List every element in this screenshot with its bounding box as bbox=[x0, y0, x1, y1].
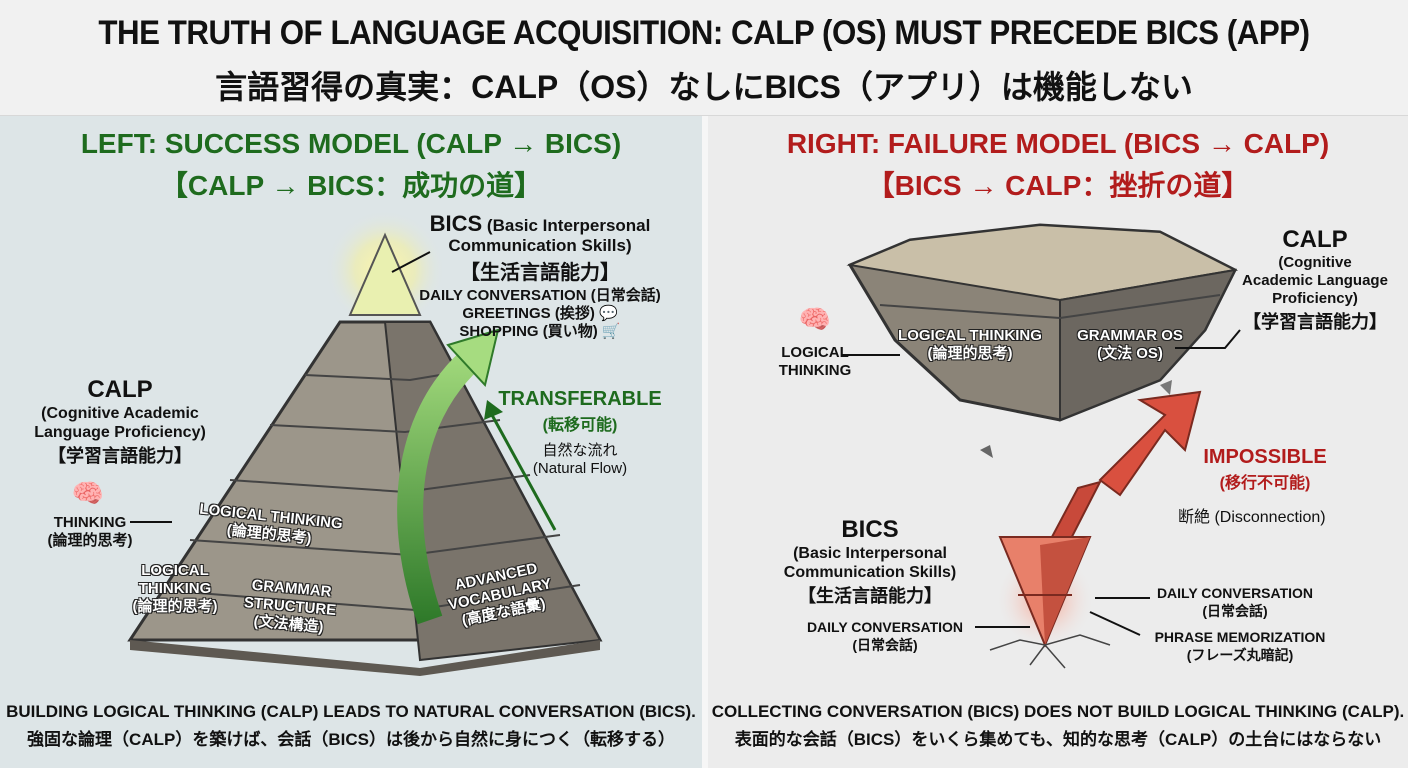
rock-grammar-os: GRAMMAR OS(文法 OS) bbox=[1077, 327, 1183, 362]
disconnection-label: 断絶 (Disconnection) bbox=[1178, 509, 1326, 526]
panel-divider bbox=[702, 116, 708, 768]
title-ja: 言語習得の真実：CALP（OS）なしにBICS（アプリ）は機能しない bbox=[215, 69, 1193, 105]
left-heading: LEFT: SUCCESS MODEL (CALP → BICS) bbox=[80, 128, 622, 159]
calp-title: CALP bbox=[87, 376, 153, 403]
left-caption-en: BUILDING LOGICAL THINKING (CALP) LEADS T… bbox=[6, 702, 696, 721]
bics-desc1: (Basic Interpersonal bbox=[486, 216, 651, 235]
shopping-cart-icon: 🛒 bbox=[601, 323, 621, 340]
floating-rock-illustration bbox=[842, 223, 1241, 669]
right-subheading: 【BICS → CALP：挫折の道】 bbox=[866, 170, 1250, 201]
bics-title: BICS bbox=[429, 211, 483, 236]
phrase-memorization-label: PHRASE MEMORIZATION(フレーズ丸暗記) bbox=[1154, 629, 1326, 663]
left-subheading: 【CALP → BICS：成功の道】 bbox=[159, 170, 543, 201]
bics-item: DAILY CONVERSATION (日常会話) bbox=[419, 287, 661, 304]
bics-item: SHOPPING (買い物) 🛒 bbox=[459, 323, 621, 340]
daily-conversation-right: DAILY CONVERSATION(日常会話) bbox=[1156, 585, 1314, 619]
left-caption-ja: 強固な論理（CALP）を築けば、会話（BICS）は後から自然に身につく（転移する… bbox=[27, 730, 675, 749]
bics-desc2: Communication Skills) bbox=[448, 236, 632, 255]
thinking-label: THINKING(論理的思考) bbox=[47, 514, 133, 549]
daily-conversation-left: DAILY CONVERSATION(日常会話) bbox=[806, 619, 964, 653]
title-banner bbox=[0, 0, 1408, 116]
right-caption-ja: 表面的な会話（BICS）をいくら集めても、知的な思考（CALP）の土台にはならな… bbox=[734, 730, 1382, 749]
brain-head-icon: 🧠 bbox=[71, 478, 105, 508]
calp-ja: 【学習言語能力】 bbox=[48, 446, 192, 466]
right-bics-label: BICS (Basic Interpersonal Communication … bbox=[783, 516, 957, 606]
calp-desc2: Language Proficiency) bbox=[34, 424, 206, 441]
bics-apex bbox=[348, 232, 422, 316]
bics-ja: 【生活言語能力】 bbox=[460, 262, 620, 284]
right-caption-en: COLLECTING CONVERSATION (BICS) DOES NOT … bbox=[711, 702, 1405, 721]
calp-desc1: (Cognitive Academic bbox=[41, 405, 199, 422]
brain-head-icon: 🧠 bbox=[798, 304, 832, 334]
right-heading: RIGHT: FAILURE MODEL (BICS → CALP) bbox=[786, 128, 1330, 159]
left-bics-label: BICS (Basic Interpersonal Communication … bbox=[400, 211, 680, 341]
left-calp-label: CALP (Cognitive Academic Language Profic… bbox=[20, 376, 220, 468]
pyramid-illustration bbox=[127, 210, 603, 676]
transferable-label: TRANSFERABLE (転移可能) 自然な流れ (Natural Flow) bbox=[498, 388, 662, 477]
right-calp-label: CALP (Cognitive Academic Language Profic… bbox=[1242, 226, 1388, 332]
rock-logical-thinking: LOGICAL THINKING(論理的思考) bbox=[898, 327, 1042, 362]
bics-item: GREETINGS (挨拶) 💬 bbox=[462, 305, 618, 322]
title-en: THE TRUTH OF LANGUAGE ACQUISITION: CALP … bbox=[98, 14, 1310, 52]
speech-bubble-icon: 💬 bbox=[599, 305, 618, 322]
impossible-label: IMPOSSIBLE (移行不可能) bbox=[1203, 446, 1327, 492]
